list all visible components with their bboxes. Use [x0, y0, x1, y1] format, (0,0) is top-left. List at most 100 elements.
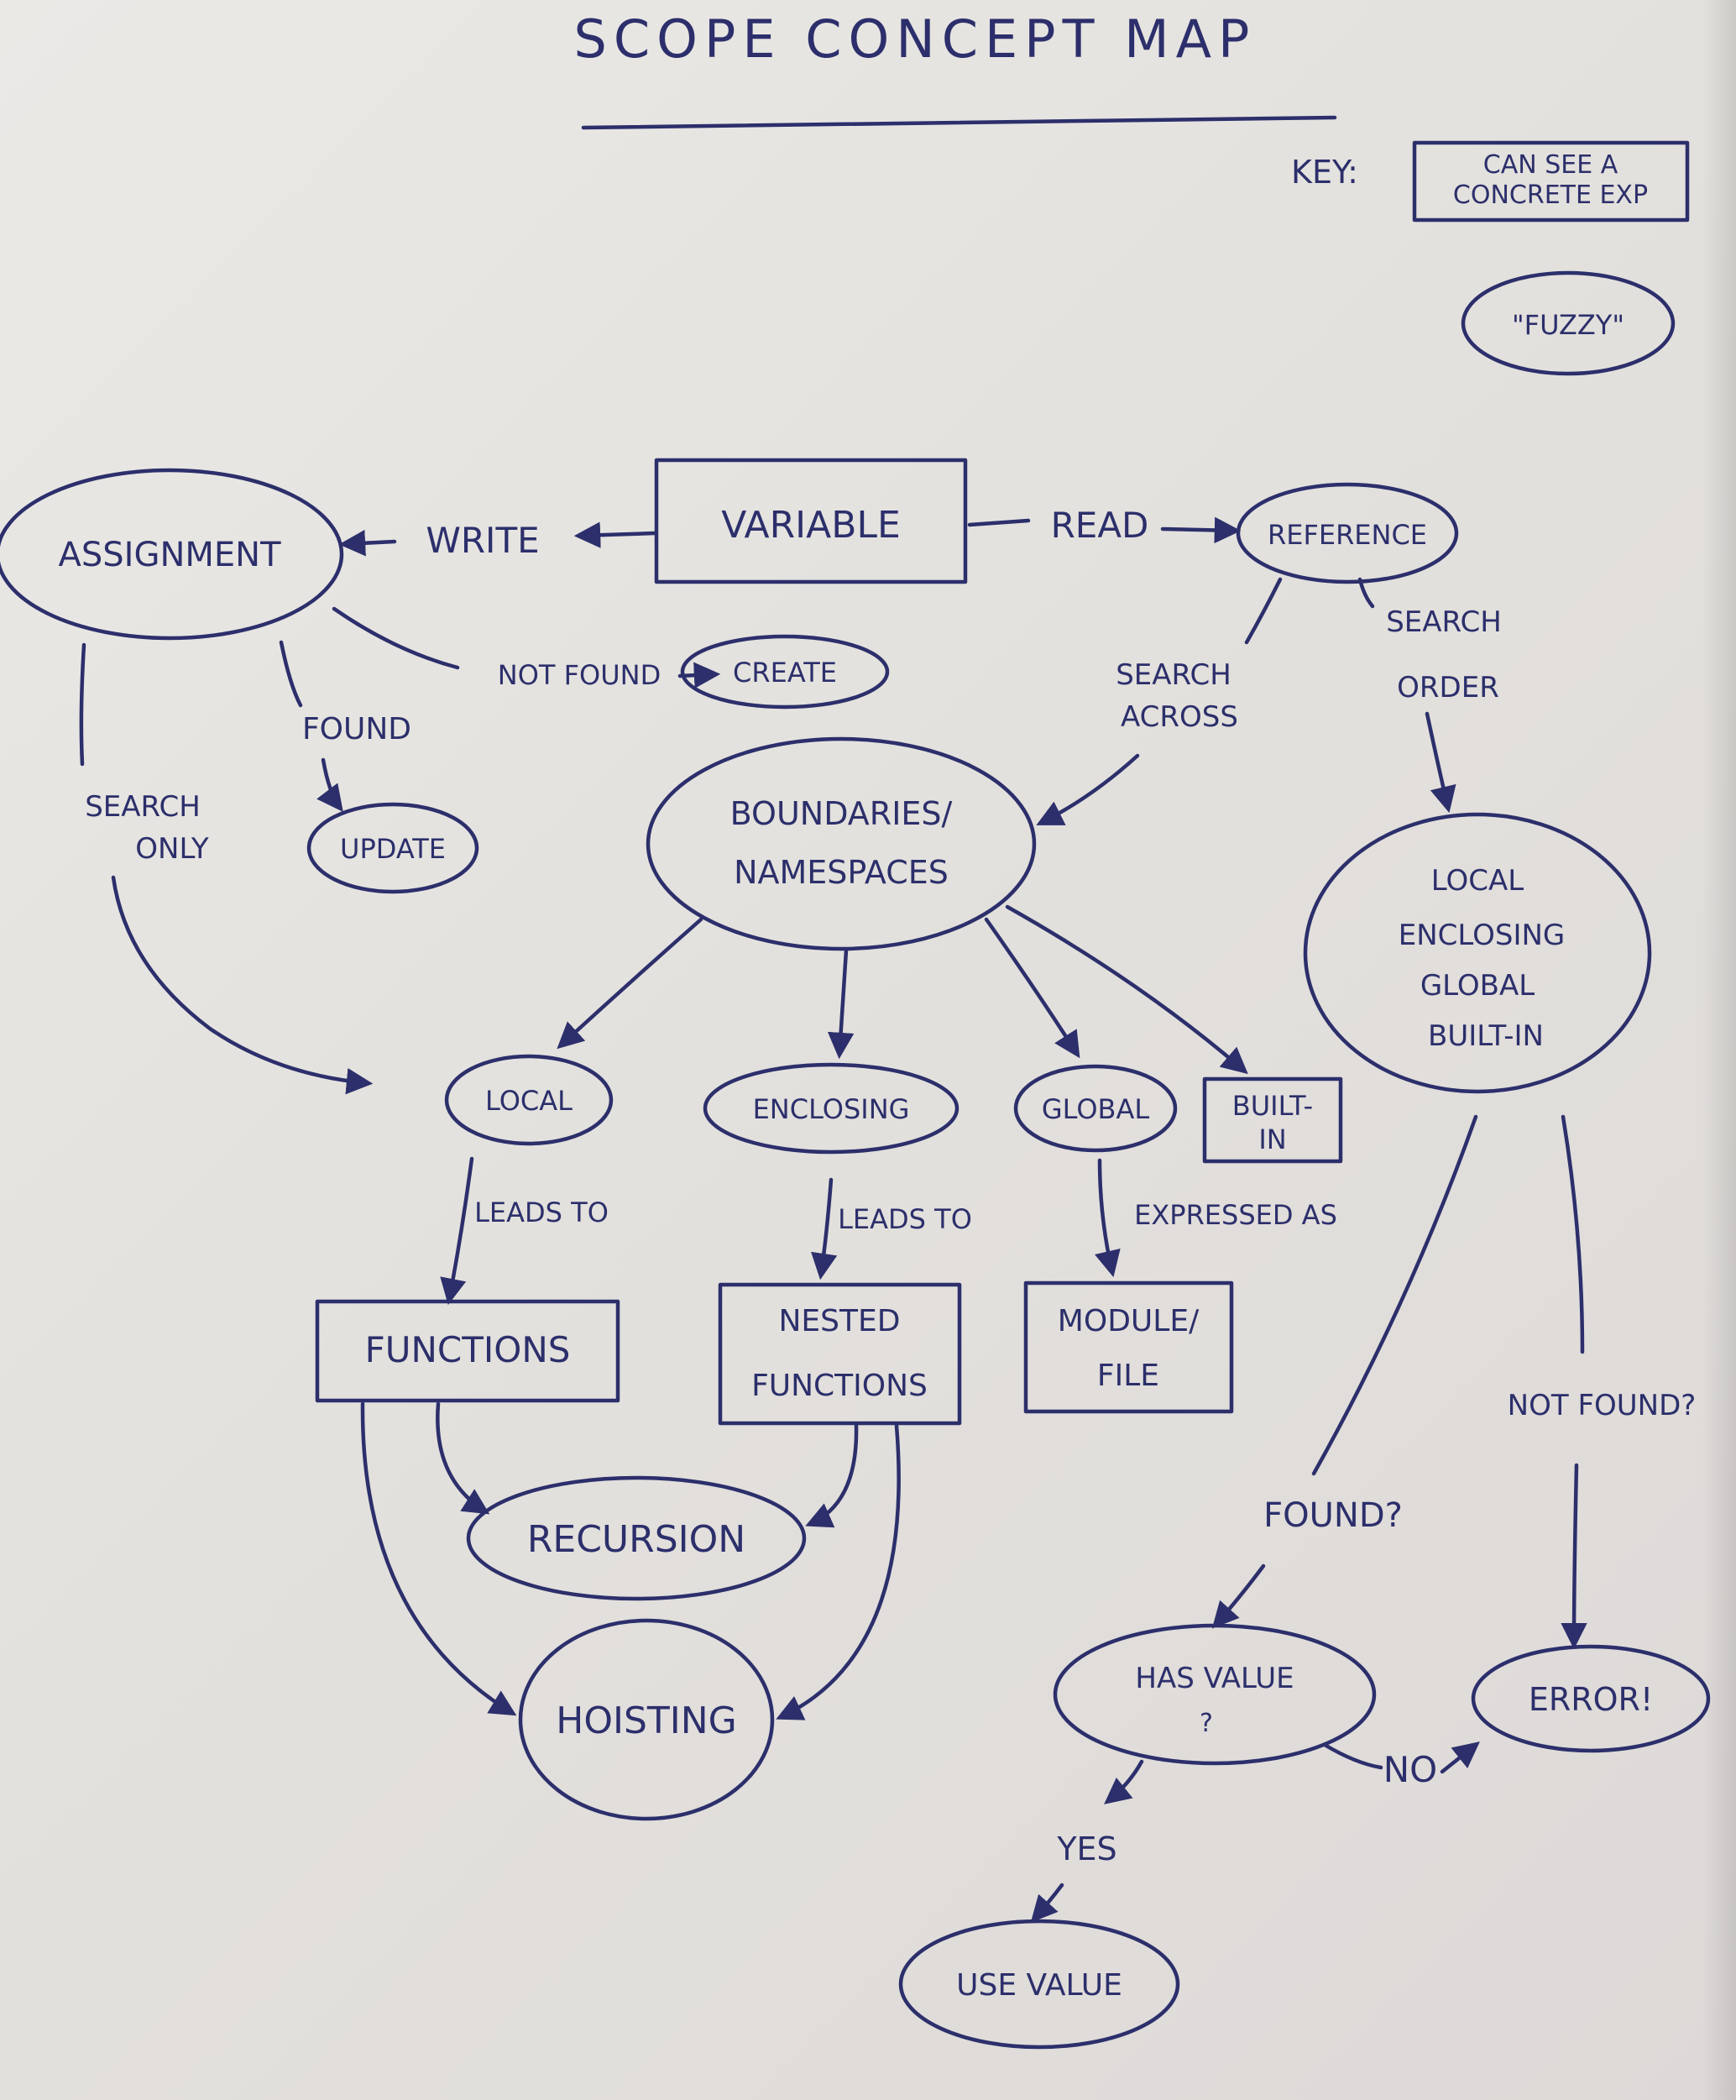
- edge-read-label: READ: [1051, 505, 1149, 546]
- edge-enclosing-nested: [811, 1177, 838, 1280]
- edge-variable-read: [967, 518, 1031, 527]
- edge-reference-searchorder: [1357, 577, 1375, 609]
- edge-assignment-found: [279, 640, 303, 708]
- edge-not-found-q-label: NOT FOUND?: [1508, 1389, 1697, 1422]
- edge-assignment-notfound: [332, 606, 460, 670]
- edge-notfound-error: [1561, 1463, 1587, 1650]
- node-functions-label: FUNCTIONS: [365, 1329, 571, 1370]
- node-recursion-ellipse: [466, 1475, 807, 1601]
- edge-expressed-as-label: EXPRESSED AS: [1134, 1199, 1337, 1231]
- edge-search-across-label-1: SEARCH: [1116, 658, 1231, 692]
- node-boundaries-label-1: BOUNDARIES/: [730, 795, 953, 832]
- node-builtin-box: [1202, 1076, 1343, 1164]
- edge-yes-usevalue: [1030, 1883, 1064, 1923]
- node-enclosing-ellipse: [703, 1062, 960, 1155]
- edge-search-across-label-2: ACROSS: [1121, 700, 1238, 734]
- edge-local-functions: [440, 1156, 474, 1306]
- edge-read-reference: [1160, 516, 1242, 544]
- edge-assignment-searchonly: [79, 642, 86, 767]
- edge-nested-hoisting: [776, 1423, 901, 1720]
- edge-searchacross-boundaries: [1036, 753, 1140, 825]
- node-update-label: UPDATE: [340, 833, 446, 865]
- edge-legb-notfound: [1561, 1114, 1585, 1354]
- key-box-text-1: CAN SEE A: [1483, 150, 1618, 180]
- edge-hasvalue-yes: [1104, 1759, 1144, 1804]
- node-search-order-label-3: GLOBAL: [1420, 969, 1535, 1003]
- node-boundaries-ellipse: [646, 736, 1037, 951]
- edge-boundaries-enclosing: [827, 948, 855, 1060]
- edge-hasvalue-no: [1322, 1742, 1383, 1770]
- node-hoisting-ellipse: [518, 1618, 775, 1821]
- node-search-order-label-4: BUILT-IN: [1428, 1019, 1544, 1053]
- edge-searchonly-local: [111, 875, 374, 1095]
- edge-no-error: [1440, 1741, 1480, 1774]
- edge-found-hasvalue: [1211, 1563, 1266, 1629]
- node-has-value-label-1: HAS VALUE: [1135, 1662, 1294, 1695]
- node-create-label: CREATE: [733, 657, 837, 689]
- node-assignment-label: ASSIGNMENT: [59, 536, 282, 574]
- node-module-label-2: FILE: [1097, 1359, 1159, 1393]
- edge-not-found-label: NOT FOUND: [498, 659, 661, 691]
- node-builtin-label-1: BUILT-: [1232, 1090, 1313, 1122]
- edge-leads-to-label-2: LEADS TO: [838, 1203, 972, 1235]
- key-box: [1412, 140, 1690, 223]
- edge-write-assignment: [338, 530, 397, 557]
- node-error-ellipse: [1471, 1644, 1711, 1753]
- node-functions-box: [315, 1299, 620, 1403]
- key-box-text-2: CONCRETE EXP: [1453, 181, 1648, 210]
- node-search-order-label-2: ENCLOSING: [1399, 919, 1566, 952]
- edge-variable-write: [573, 521, 657, 548]
- edge-boundaries-builtin: [1005, 904, 1248, 1075]
- edge-found-q-label: FOUND?: [1263, 1496, 1403, 1535]
- edge-reference-searchacross: [1244, 577, 1283, 645]
- edge-search-only-label-2: ONLY: [135, 832, 209, 866]
- node-recursion-label: RECURSION: [527, 1518, 745, 1561]
- node-global-ellipse: [1013, 1064, 1178, 1153]
- node-nested-label-2: FUNCTIONS: [751, 1369, 928, 1403]
- node-boundaries-label-2: NAMESPACES: [734, 854, 949, 891]
- edge-yes-label: YES: [1056, 1830, 1116, 1867]
- node-search-order-ellipse: [1303, 812, 1652, 1094]
- node-builtin-label-2: IN: [1258, 1123, 1286, 1155]
- edge-functions-hoisting: [360, 1401, 517, 1716]
- node-search-order-label-1: LOCAL: [1431, 864, 1524, 898]
- title-underline: [581, 115, 1337, 130]
- edge-boundaries-global: [984, 917, 1080, 1059]
- node-module-box: [1023, 1280, 1234, 1414]
- edge-found-update: [316, 757, 343, 813]
- node-reference-label: REFERENCE: [1268, 519, 1427, 551]
- edge-functions-recursion: [436, 1401, 490, 1515]
- edge-found-label: FOUND: [302, 712, 411, 746]
- edge-searchorder-legb: [1425, 711, 1456, 814]
- edge-write-label: WRITE: [426, 520, 539, 561]
- node-local-ellipse: [444, 1054, 614, 1146]
- node-module-label-1: MODULE/: [1058, 1304, 1200, 1338]
- node-update-ellipse: [306, 802, 479, 894]
- node-has-value-label-2: ?: [1200, 1709, 1213, 1738]
- node-enclosing-label: ENCLOSING: [753, 1093, 910, 1125]
- edge-no-label: NO: [1383, 1749, 1437, 1790]
- key-label: KEY:: [1291, 154, 1358, 191]
- edge-legb-found: [1311, 1114, 1478, 1476]
- node-create-ellipse: [680, 634, 890, 710]
- edge-leads-to-label-1: LEADS TO: [474, 1197, 609, 1228]
- node-nested-label-1: NESTED: [779, 1304, 901, 1338]
- page-title: SCOPE CONCEPT MAP: [574, 8, 1257, 70]
- edge-notfound-create: [677, 662, 721, 689]
- node-variable-label: VARIABLE: [721, 504, 901, 547]
- edge-nested-recursion: [805, 1423, 859, 1528]
- node-global-label: GLOBAL: [1042, 1093, 1150, 1125]
- key-ellipse-text: "FUZZY": [1512, 309, 1624, 341]
- edge-search-order-label-2: ORDER: [1397, 671, 1499, 704]
- edge-search-only-label-1: SEARCH: [85, 790, 201, 824]
- node-hoisting-label: HOISTING: [556, 1699, 737, 1742]
- edge-boundaries-local: [557, 917, 703, 1050]
- node-use-value-label: USE VALUE: [956, 1968, 1122, 2003]
- node-nested-box: [718, 1282, 962, 1426]
- edge-search-order-label-1: SEARCH: [1386, 605, 1502, 639]
- node-variable-box: [654, 458, 968, 584]
- edge-global-module: [1094, 1158, 1121, 1278]
- node-error-label: ERROR!: [1529, 1681, 1653, 1718]
